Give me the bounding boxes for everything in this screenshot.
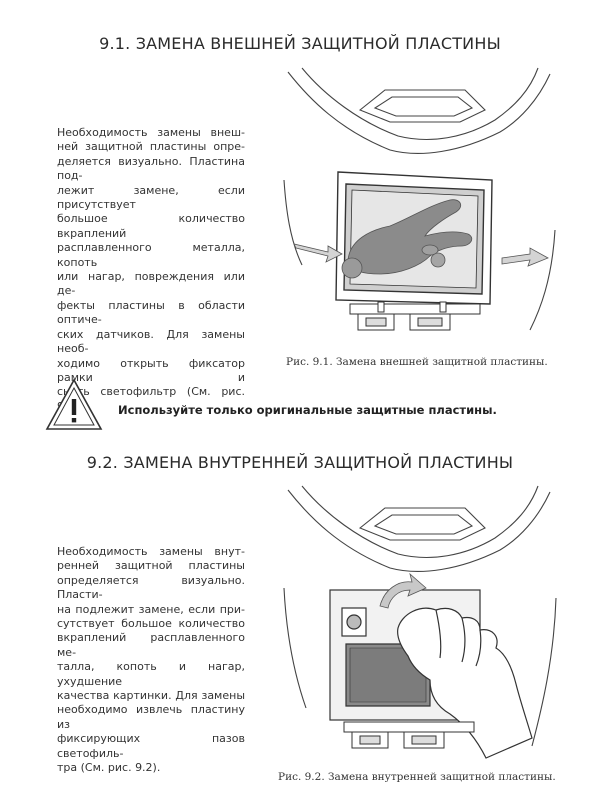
body-line: расплавленного металла, копоть — [57, 241, 245, 269]
body-line: необходимо извлечь пластину из — [57, 703, 245, 731]
warning-text: Используйте только оригинальные защитные… — [118, 403, 497, 417]
body-line: сутствует большое количество — [57, 617, 245, 631]
body-line: определяется визуально. Пласти- — [57, 573, 245, 602]
body-line: фекты пластины в области оптиче- — [57, 298, 245, 327]
body-line: Необходимость замены внеш- — [57, 126, 245, 139]
body-line: ходимо открыть фиксатор рамки и — [57, 356, 245, 384]
body-line: большое количество вкраплений — [57, 212, 245, 240]
body-line: ней защитной пластины опре- — [57, 140, 245, 154]
helmet-outer-plate-figure — [280, 60, 565, 350]
helmet-inner-plate-figure — [280, 478, 565, 768]
body-line: качества картинки. Для замены — [57, 689, 245, 703]
section-title-9-2: 9.2. ЗАМЕНА ВНУТРЕННЕЙ ЗАЩИТНОЙ ПЛАСТИНЫ — [86, 453, 514, 472]
body-line: или нагар, повреждения или де- — [57, 270, 245, 298]
body-line: Необходимость замены внут- — [57, 545, 245, 558]
warning-triangle-icon — [44, 377, 104, 433]
body-line: ренней защитной пластины — [57, 559, 245, 573]
body-line: вкраплений расплавленного ме- — [57, 631, 245, 659]
section-9-2-body: Необходимость замены внут- ренней защитн… — [57, 545, 245, 776]
section-title-9-1: 9.1. ЗАМЕНА ВНЕШНЕЙ ЗАЩИТНОЙ ПЛАСТИНЫ — [99, 34, 501, 53]
body-line: лежит замене, если присутствует — [57, 183, 245, 212]
figure-caption-9-2: Рис. 9.2. Замена внутренней защитной пла… — [278, 771, 556, 783]
body-line: ских датчиков. Для замены необ- — [57, 327, 245, 356]
body-line: фиксирующих пазов светофиль- — [57, 732, 245, 760]
body-line: деляется визуально. Пластина под- — [57, 154, 245, 183]
body-line: тра (См. рис. 9.2). — [57, 761, 161, 775]
figure-caption-9-1: Рис. 9.1. Замена внешней защитной пласти… — [286, 356, 548, 368]
body-line: на подлежит замене, если при- — [57, 602, 245, 616]
body-line: талла, копоть и нагар, ухудшение — [57, 660, 245, 688]
section-9-1-body: Необходимость замены внеш- ней защитной … — [57, 126, 245, 414]
